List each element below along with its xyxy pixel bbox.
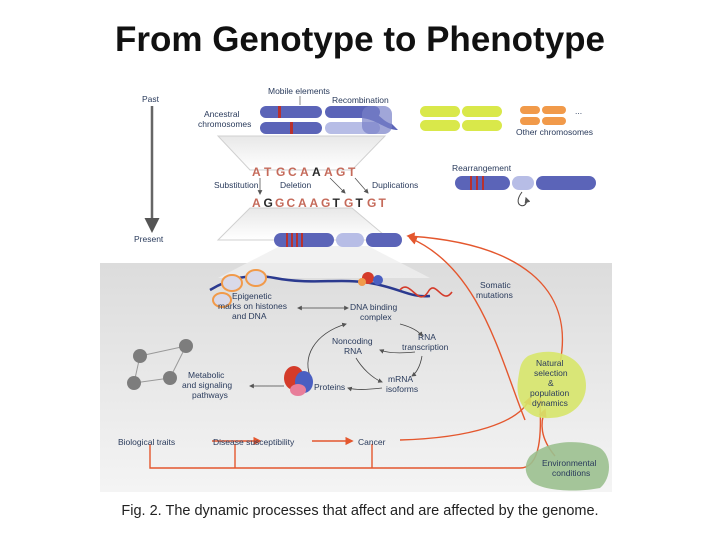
label-dna-binding-2: complex: [360, 312, 392, 322]
nucleosome-1: [221, 274, 243, 292]
label-other-chromosomes: Other chromosomes: [516, 127, 593, 137]
duplication-arrow: [354, 177, 369, 194]
seq-bottom-base-1: G: [264, 196, 274, 210]
arrow-tx-to-noncoding: [379, 349, 416, 354]
rearranged-chromosome: [455, 176, 596, 190]
label-natural-1: Natural: [536, 358, 564, 368]
seq-bottom-base-9: T: [356, 196, 364, 210]
label-substitution: Substitution: [214, 180, 259, 190]
label-present: Present: [134, 234, 164, 244]
environment-blob: [525, 442, 609, 491]
seq-bottom-base-2: G: [275, 196, 285, 210]
label-metabolic-2: and signaling: [182, 380, 232, 390]
seq-top-base-1: T: [264, 165, 272, 179]
label-recombination: Recombination: [332, 95, 389, 105]
label-past: Past: [142, 94, 160, 104]
label-rna-tx-2: transcription: [402, 342, 449, 352]
label-mobile-elements: Mobile elements: [268, 86, 330, 96]
label-duplications: Duplications: [372, 180, 418, 190]
chromatin-funnel: [218, 246, 430, 278]
arrow-tx-to-mrna: [411, 355, 423, 377]
label-environment-2: conditions: [552, 468, 590, 478]
label-somatic-2: mutations: [476, 290, 513, 300]
label-natural-2: selection: [534, 368, 568, 378]
label-metabolic-3: pathways: [192, 390, 228, 400]
label-rearrangement: Rearrangement: [452, 163, 512, 173]
label-noncoding-2: RNA: [344, 346, 362, 356]
label-epigenetic-3: and DNA: [232, 311, 267, 321]
natural-selection-blob: [517, 351, 586, 419]
arrow-binding-to-tx: [399, 323, 423, 337]
seq-top-base-8: T: [348, 165, 356, 179]
seq-bottom-base-11: T: [379, 196, 387, 210]
nucleosome-3: [212, 292, 232, 308]
seq-bottom-base-8: G: [344, 196, 354, 210]
label-ancestral-1: Ancestral: [204, 109, 240, 119]
seq-bottom-base-0: A: [252, 196, 261, 210]
binding-complex-blue: [373, 275, 383, 285]
label-mrna-1: mRNA: [388, 374, 413, 384]
upper-funnel: [216, 135, 387, 171]
label-mrna-2: isoforms: [386, 384, 418, 394]
arrow-noncoding-to-mrna: [355, 357, 383, 383]
seq-top-base-6: A: [324, 165, 333, 179]
label-disease-susceptibility: Disease susceptibility: [213, 437, 295, 447]
label-metabolic-1: Metabolic: [188, 370, 225, 380]
label-rna-tx-1: RNA: [418, 332, 436, 342]
seq-bottom-base-6: G: [321, 196, 331, 210]
seq-top-base-2: G: [276, 165, 286, 179]
label-cancer: Cancer: [358, 437, 386, 447]
seq-bottom-base-7: T: [333, 196, 341, 210]
protein-cluster: [284, 366, 313, 396]
deletion-arrow: [329, 177, 346, 194]
binding-complex-orange: [358, 278, 366, 286]
arrow-selection-to-present: [406, 232, 564, 364]
present-chromosome: [274, 233, 402, 247]
label-dna-binding-1: DNA binding: [350, 302, 398, 312]
label-natural-3: &: [548, 378, 554, 388]
arrow-mrna-to-proteins: [347, 386, 383, 392]
label-environment-1: Environmental: [542, 458, 596, 468]
seq-bottom-base-10: G: [367, 196, 377, 210]
other-chromosomes: [420, 106, 566, 131]
recombined-chromosome: [362, 106, 392, 134]
figure-caption: Fig. 2. The dynamic processes that affec…: [121, 503, 599, 519]
label-deletion: Deletion: [280, 180, 311, 190]
metabolic-network: [127, 339, 193, 390]
label-biological-traits: Biological traits: [118, 437, 175, 447]
label-somatic-1: Somatic: [480, 280, 511, 290]
arrow-somatic-mutations: [408, 236, 526, 421]
genotype-phenotype-figure: Past Present Mobile elements Recombinati…: [100, 78, 612, 492]
label-natural-4: population: [530, 388, 570, 398]
seq-bottom-base-3: C: [287, 196, 296, 210]
figure-svg: Past Present Mobile elements Recombinati…: [100, 78, 612, 492]
label-epigenetic-2: marks on histones: [218, 301, 287, 311]
seq-top-base-5: A: [312, 165, 321, 179]
dna-strand: [209, 274, 431, 298]
label-natural-5: dynamics: [532, 398, 568, 408]
seq-bottom-base-5: A: [310, 196, 319, 210]
label-ancestral-2: chromosomes: [198, 119, 251, 129]
seq-top-base-3: C: [288, 165, 297, 179]
label-ellipsis: ...: [575, 106, 582, 116]
seq-top-base-4: A: [300, 165, 309, 179]
seq-bottom-base-4: A: [298, 196, 307, 210]
nucleosome-2: [245, 269, 267, 287]
seq-top-base-0: A: [252, 165, 261, 179]
rearrangement-loop: [517, 191, 531, 207]
slide-title: From Genotype to Phenotype: [114, 20, 606, 59]
label-epigenetic-1: Epigenetic: [232, 291, 272, 301]
rna-strand: [399, 286, 453, 298]
label-noncoding-1: Noncoding: [332, 336, 373, 346]
seq-top-base-7: G: [336, 165, 346, 179]
label-proteins: Proteins: [314, 382, 345, 392]
